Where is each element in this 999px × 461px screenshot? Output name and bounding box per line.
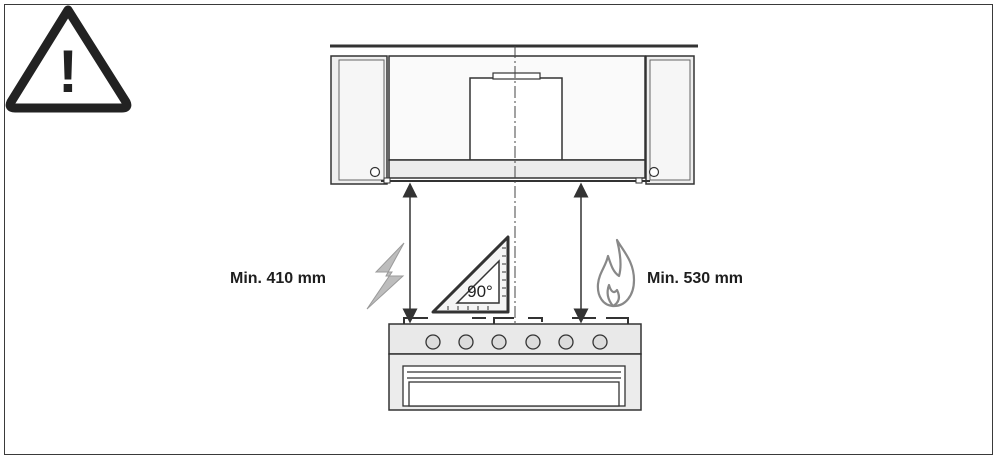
control-knob	[592, 334, 608, 350]
hood-chimney	[469, 77, 563, 161]
hood-front-panel	[388, 159, 646, 179]
angle-label: 90°	[467, 282, 493, 301]
oven-window	[408, 381, 620, 407]
left-cabinet-knob	[369, 166, 381, 178]
chimney-collar	[492, 72, 541, 80]
cooker	[388, 317, 642, 411]
control-knob	[525, 334, 541, 350]
control-knob	[491, 334, 507, 350]
lightning-bolt-icon	[366, 242, 405, 310]
control-knob	[458, 334, 474, 350]
warning-triangle-icon: !	[5, 5, 132, 113]
diagram-frame	[4, 4, 993, 455]
right-cabinet-knob	[648, 166, 660, 178]
gas-flame-icon	[596, 238, 636, 308]
set-square-icon: 90°	[431, 235, 510, 314]
pan-support	[403, 317, 428, 324]
left-clearance-label: Min. 410 mm	[230, 270, 327, 287]
right-clearance-label: Min. 530 mm	[647, 270, 744, 287]
warning-exclamation: !	[58, 38, 78, 105]
cooker-hood	[330, 55, 695, 185]
control-knob	[425, 334, 441, 350]
control-knob	[558, 334, 574, 350]
